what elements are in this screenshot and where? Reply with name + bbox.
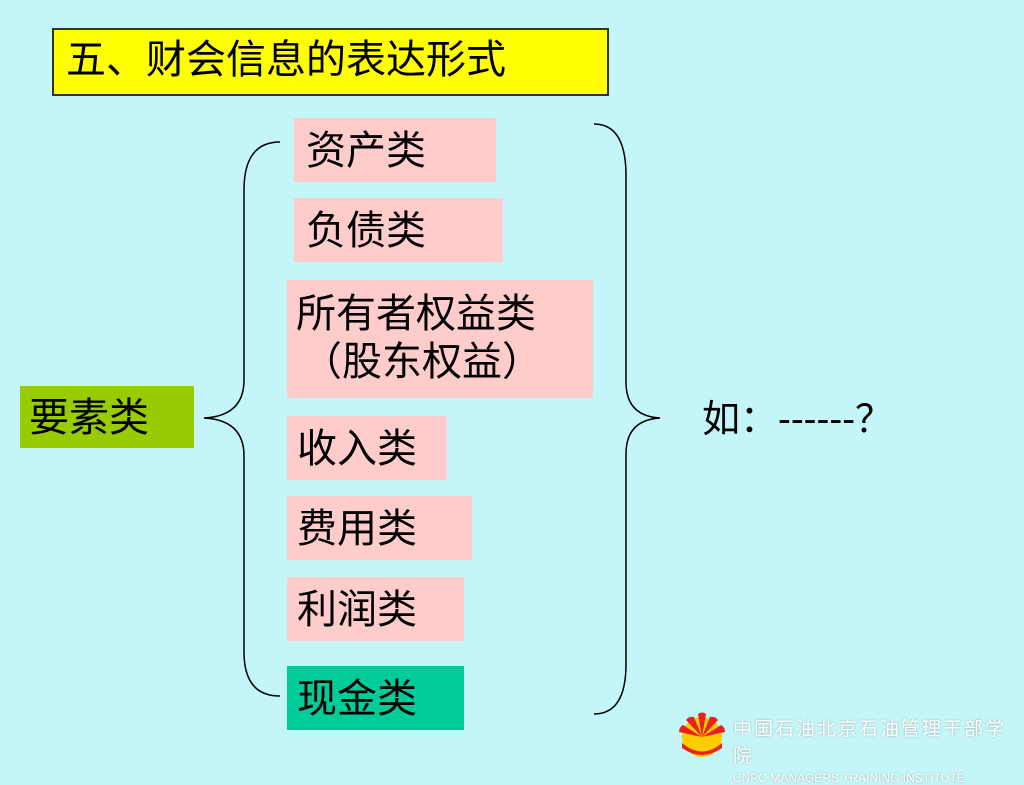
footer-org-en: CNPC MANAGERS TRAINING INSTITUTE xyxy=(733,771,965,785)
example-note: 如：------？ xyxy=(702,397,894,441)
right-brace xyxy=(593,123,661,715)
category-profit: 利润类 xyxy=(287,577,464,641)
category-expenses: 费用类 xyxy=(287,496,472,560)
category-assets: 资产类 xyxy=(294,118,496,182)
footer-organization: 中国石油北京石油管理干部学院 CNPC MANAGERS TRAINING IN… xyxy=(733,714,1024,785)
cnpc-logo-icon xyxy=(679,712,725,757)
category-revenue: 收入类 xyxy=(287,416,447,480)
category-liabilities: 负债类 xyxy=(294,198,503,262)
category-equity-label: 所有者权益类 xyxy=(296,291,536,337)
grouping-braces xyxy=(203,123,661,715)
root-category-box: 要素类 xyxy=(20,386,194,448)
category-equity-sublabel: （股东权益） xyxy=(302,339,542,385)
category-cash: 现金类 xyxy=(287,666,464,730)
slide-title: 五、财会信息的表达形式 xyxy=(52,28,609,96)
category-equity: 所有者权益类 （股东权益） xyxy=(287,280,593,398)
footer-org-cn: 中国石油北京石油管理干部学院 xyxy=(733,719,1007,767)
left-brace xyxy=(203,141,281,697)
